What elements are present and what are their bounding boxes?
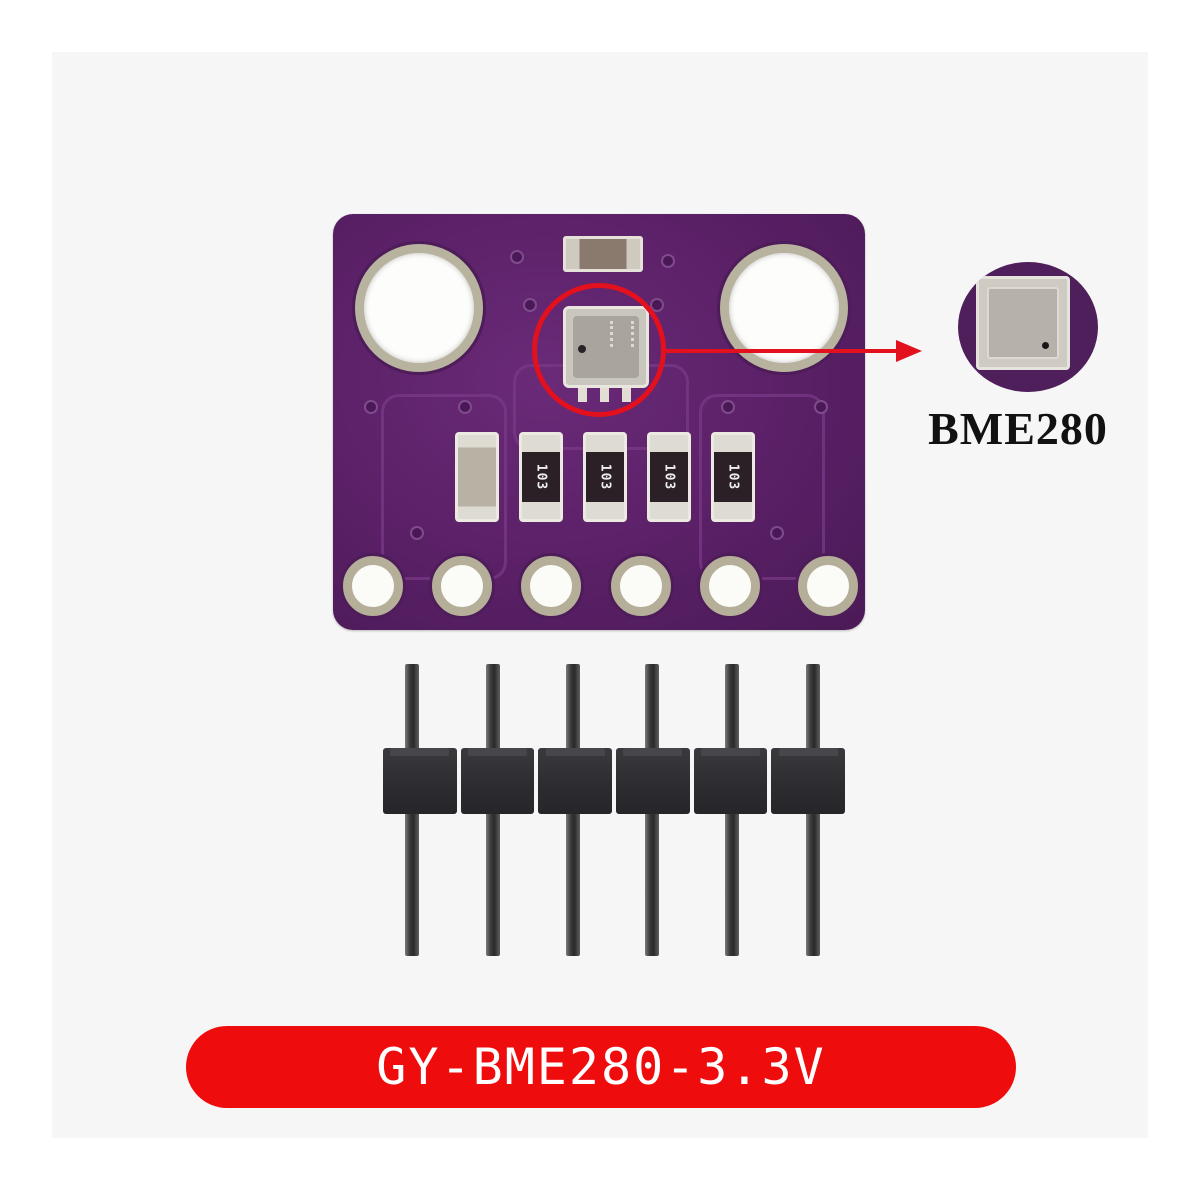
pcb-trace <box>699 394 825 580</box>
arrow-right-icon <box>896 340 922 362</box>
resistor-code: 103 <box>725 463 741 491</box>
via <box>721 400 735 414</box>
via <box>770 526 784 540</box>
via <box>523 298 537 312</box>
module-name: GY-BME280-3.3V <box>376 1038 826 1096</box>
pin-pad-4 <box>611 556 671 616</box>
smd-resistor: 103 <box>583 432 627 522</box>
package-lid <box>987 287 1059 359</box>
via <box>364 400 378 414</box>
pin-pad-1 <box>343 556 403 616</box>
header-segment <box>383 748 457 814</box>
header-segment <box>771 748 846 814</box>
header-segment <box>616 748 690 814</box>
sensor-highlight-circle <box>532 283 666 417</box>
header-segment <box>538 748 613 814</box>
smd-resistor: 103 <box>647 432 691 522</box>
sensor-zoom-callout <box>958 262 1098 392</box>
pin-pad-2 <box>432 556 492 616</box>
via <box>661 254 675 268</box>
via <box>814 400 828 414</box>
mounting-hole-left <box>355 244 483 372</box>
pin-header-plastic <box>383 748 846 814</box>
smd-resistor: 103 <box>519 432 563 522</box>
resistor-code: 103 <box>661 463 677 491</box>
smd-resistor: 103 <box>711 432 755 522</box>
via <box>458 400 472 414</box>
header-segment <box>693 748 768 814</box>
top-capacitor <box>563 236 643 272</box>
sensor-chip-label: BME280 <box>928 403 1108 454</box>
smd-capacitor <box>455 432 499 522</box>
pin-pad-6 <box>798 556 858 616</box>
product-name-banner: GY-BME280-3.3V <box>186 1026 1016 1108</box>
sensor-package-closeup <box>976 276 1070 370</box>
resistor-code: 103 <box>597 463 613 491</box>
via <box>410 526 424 540</box>
callout-arrow-line <box>666 349 900 353</box>
via <box>510 250 524 264</box>
pin-pad-5 <box>700 556 760 616</box>
header-segment <box>460 748 535 814</box>
sensor-port <box>1042 342 1049 349</box>
via <box>650 298 664 312</box>
resistor-code: 103 <box>533 463 549 491</box>
pin-pad-3 <box>521 556 581 616</box>
